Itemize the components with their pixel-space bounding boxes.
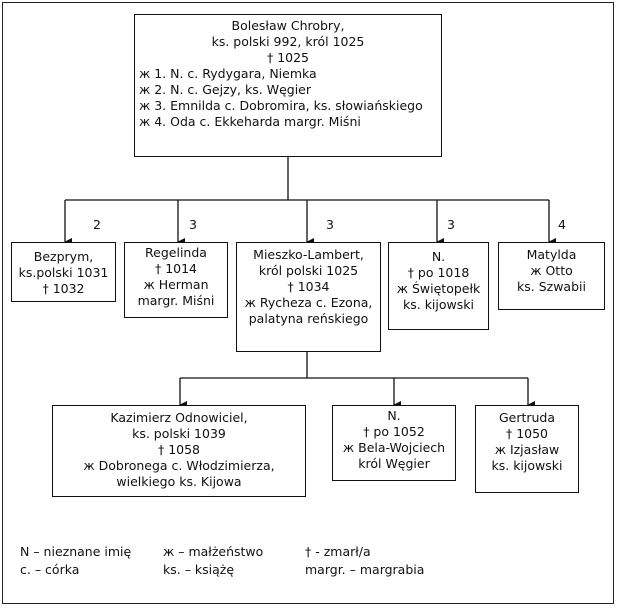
child-box-mieszko: Mieszko-Lambert, król polski 1025 † 1034…: [236, 242, 381, 352]
root-title: ks. polski 992, król 1025: [211, 34, 365, 49]
root-spouse-4: ж 4. Oda c. Ekkeharda margr. Miśni: [139, 114, 361, 129]
marriage-label-5: 4: [558, 217, 566, 232]
child-line: † 1032: [42, 281, 85, 296]
child-line: ж Rycheza c. Ezona,: [244, 295, 373, 310]
grandchild-line: wielkiego ks. Kijowa: [116, 474, 242, 489]
child-line: margr. Miśni: [137, 293, 215, 308]
legend-column-2: ж – małżeństwo ks. – książę: [163, 543, 263, 579]
child-box-matylda: Matylda ж Otto ks. Szwabii: [498, 242, 605, 310]
legend-column-1: N – nieznane imię c. – córka: [20, 543, 131, 579]
root-death: † 1025: [266, 50, 310, 65]
legend-entry: † - zmarł/a: [305, 544, 371, 559]
grandchild-line: † 1058: [157, 442, 201, 457]
child-box-n: N. † po 1018 ж Świętopełk ks. kijowski: [388, 242, 489, 330]
legend-entry: N – nieznane imię: [20, 544, 132, 559]
grandchild-line: N.: [387, 408, 401, 423]
grandchild-line: ж Izjasław: [494, 442, 560, 457]
child-line: ж Świętopełk: [396, 281, 481, 296]
marriage-label-3: 3: [326, 217, 334, 232]
grandchild-line: ks. kijowski: [491, 458, 563, 473]
child-line: N.: [431, 249, 446, 264]
grandchild-line: ж Bela-Wojciech: [342, 440, 446, 455]
child-line: król polski 1025: [258, 263, 359, 278]
grandchild-line: ks. polski 1039: [132, 426, 226, 441]
legend-entry: margr. – margrabia: [305, 562, 425, 577]
child-box-regelinda: Regelinda † 1014 ж Herman margr. Miśni: [124, 242, 228, 318]
marriage-label-2: 3: [189, 217, 197, 232]
root-spouse-3: ж 3. Emnilda c. Dobromira, ks. słowiańsk…: [139, 98, 423, 113]
child-line: palatyna reńskiego: [248, 311, 369, 326]
child-line: Mieszko-Lambert,: [253, 247, 364, 262]
child-line: Bezprym,: [33, 249, 94, 264]
marriage-label-1: 2: [93, 217, 101, 232]
root-spouse-list: ж 1. N. c. Rydygara, Niemka ж 2. N. c. G…: [135, 66, 441, 130]
grandchild-line: król Węgier: [358, 456, 430, 471]
child-line: ж Otto: [530, 263, 573, 278]
grandchild-line: † po 1052: [363, 424, 425, 439]
legend-entry: ж – małżeństwo: [163, 544, 264, 559]
child-line: † 1014: [154, 261, 198, 276]
marriage-label-4: 3: [447, 217, 455, 232]
legend-entry: ks. – książę: [163, 562, 235, 577]
child-line: ks. Szwabii: [517, 279, 586, 294]
root-name: Bolesław Chrobry,: [231, 18, 345, 33]
child-line: † 1034: [287, 279, 330, 294]
grandchild-box-kazimierz: Kazimierz Odnowiciel, ks. polski 1039 † …: [52, 405, 306, 497]
child-line: ks. kijowski: [403, 297, 474, 312]
root-person-box: Bolesław Chrobry, ks. polski 992, król 1…: [134, 14, 442, 157]
legend-entry: c. – córka: [20, 562, 80, 577]
child-box-bezprym: Bezprym, ks.polski 1031 † 1032: [11, 242, 116, 302]
child-line: ж Herman: [143, 277, 209, 292]
root-spouse-2: ж 2. N. c. Gejzy, ks. Węgier: [139, 82, 311, 97]
grandchild-line: Kazimierz Odnowiciel,: [110, 410, 248, 425]
root-spouse-1: ж 1. N. c. Rydygara, Niemka: [139, 66, 317, 81]
grandchild-line: Gertruda: [498, 410, 556, 425]
grandchild-line: ж Dobronega c. Włodzimierza,: [83, 458, 275, 473]
grandchild-box-n: N. † po 1052 ж Bela-Wojciech król Węgier: [332, 405, 456, 481]
child-line: Regelinda: [145, 245, 207, 260]
legend-column-3: † - zmarł/a margr. – margrabia: [305, 543, 424, 579]
child-line: † po 1018: [407, 265, 470, 280]
child-line: ks.polski 1031: [18, 265, 109, 280]
child-line: Matylda: [526, 247, 577, 262]
grandchild-line: † 1050: [505, 426, 549, 441]
grandchild-box-gertruda: Gertruda † 1050 ж Izjasław ks. kijowski: [475, 405, 579, 493]
